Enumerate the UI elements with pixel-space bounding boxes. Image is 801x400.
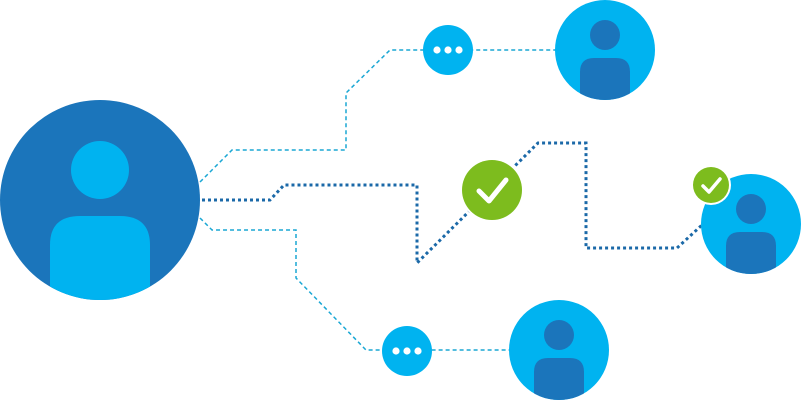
top-user-node bbox=[555, 0, 655, 100]
connector-line-top bbox=[199, 49, 558, 183]
middle-node-check-badge bbox=[691, 165, 731, 205]
user-icon bbox=[580, 20, 630, 100]
user-icon bbox=[726, 194, 776, 274]
connector-line-middle bbox=[202, 141, 704, 267]
connector-line-bottom bbox=[199, 217, 510, 351]
checkmark-icon bbox=[701, 177, 722, 194]
top-connector-status bbox=[423, 25, 473, 75]
ellipsis-icon bbox=[433, 46, 463, 54]
bottom-user-node bbox=[509, 300, 609, 400]
bottom-connector-status bbox=[382, 326, 432, 376]
middle-user-node bbox=[701, 174, 801, 274]
ellipsis-icon bbox=[392, 347, 422, 355]
user-icon bbox=[534, 320, 584, 400]
user-icon bbox=[50, 141, 150, 300]
source-user-node bbox=[0, 100, 200, 300]
middle-connector-status bbox=[460, 158, 524, 222]
checkmark-icon bbox=[476, 177, 509, 204]
